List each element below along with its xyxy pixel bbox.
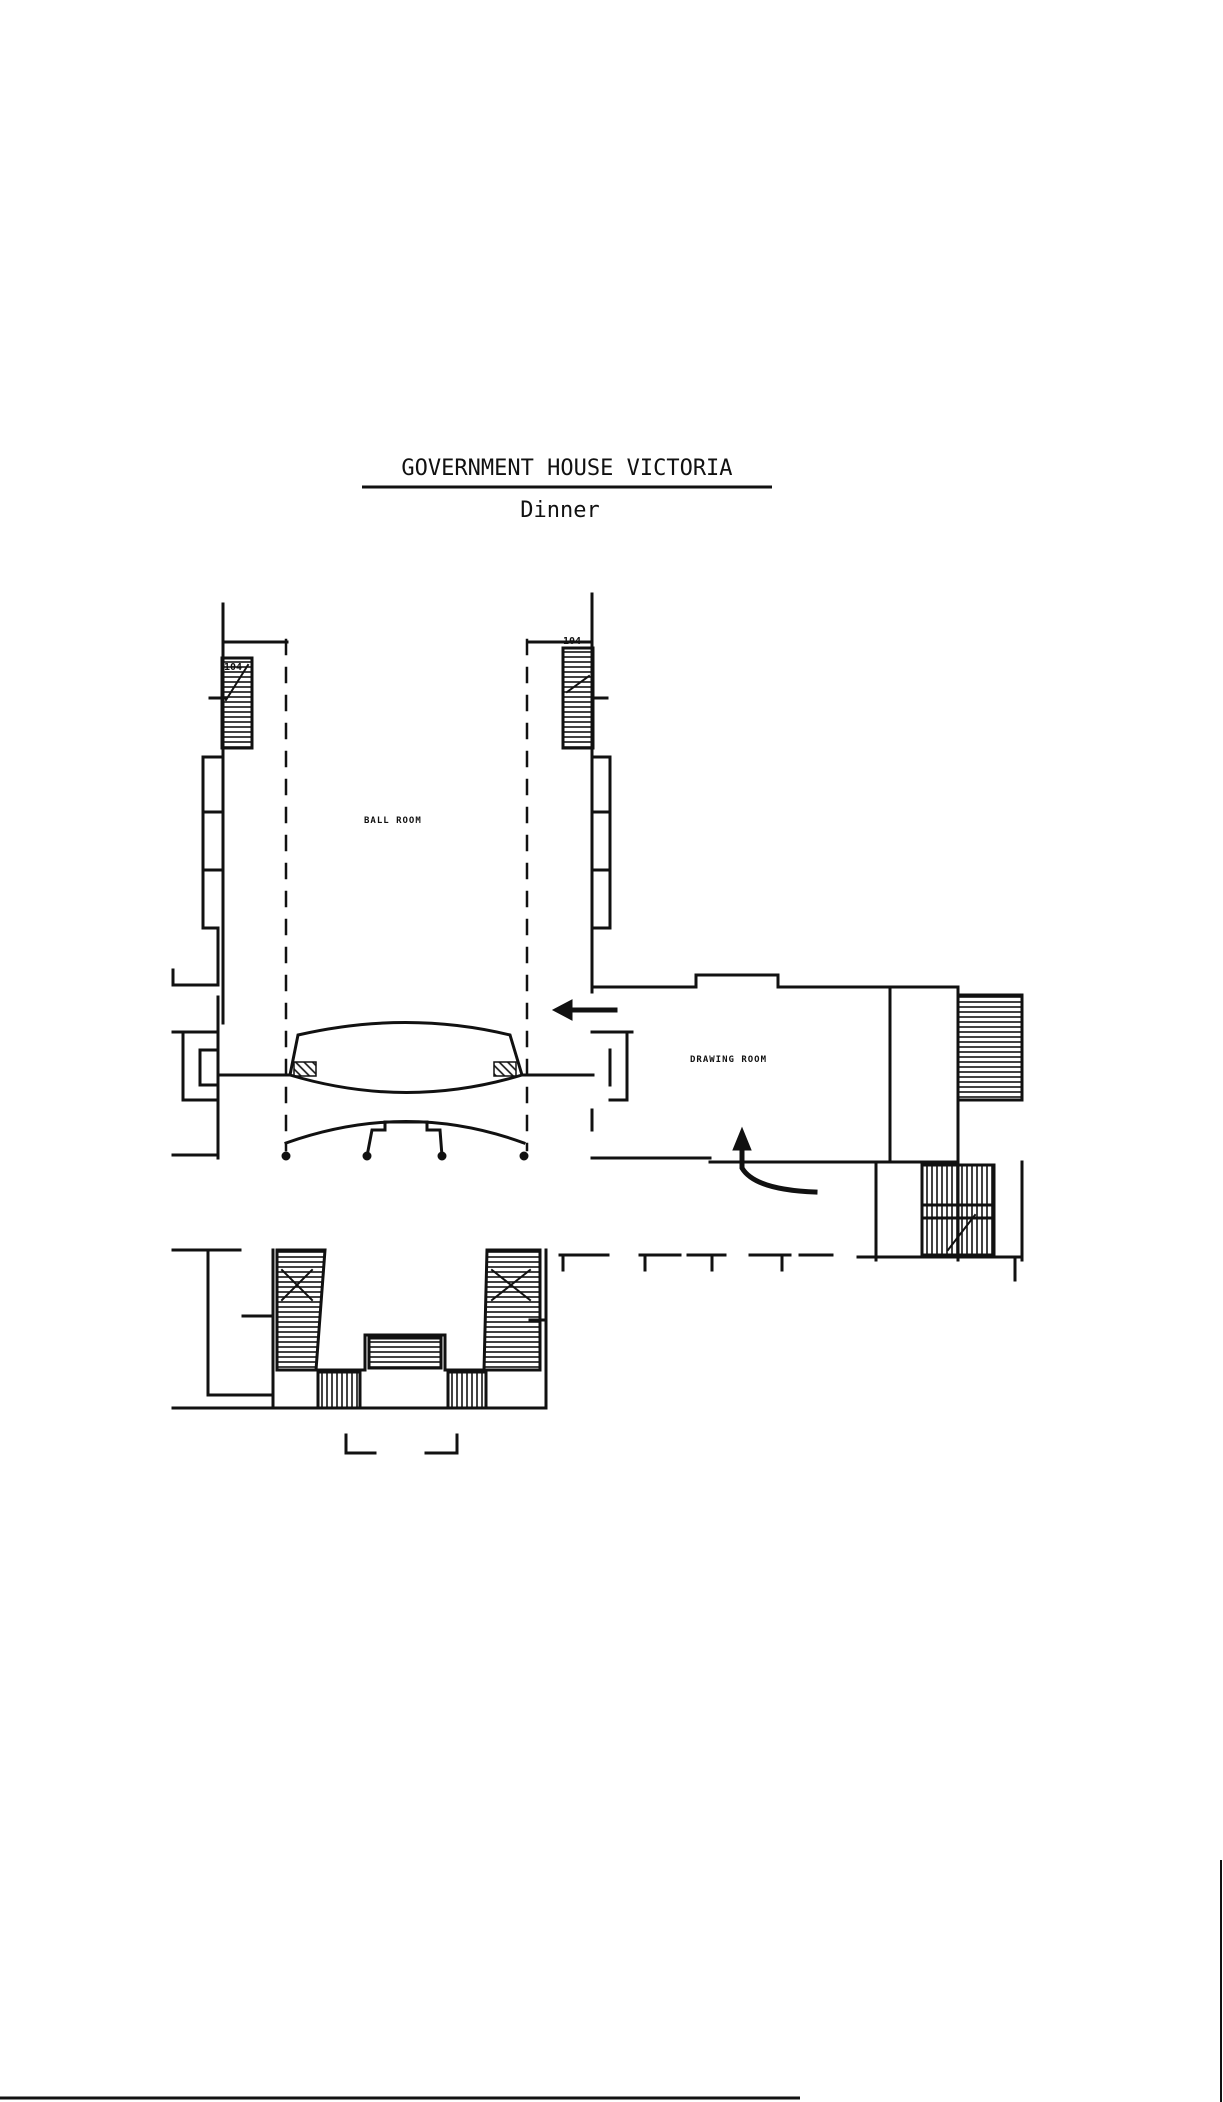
document-subtitle: Dinner bbox=[520, 498, 600, 523]
ball-room-label: BALL ROOM bbox=[364, 816, 422, 826]
right-stair bbox=[561, 646, 595, 750]
far-right-stair bbox=[920, 993, 1024, 1257]
left-stair bbox=[220, 656, 254, 750]
right-doorway bbox=[590, 1030, 634, 1132]
route-arrow-left bbox=[551, 999, 618, 1021]
ball-room-column-lines bbox=[284, 638, 529, 1152]
document-title: GOVERNMENT HOUSE VICTORIA bbox=[401, 456, 733, 481]
route-arrow-up bbox=[732, 1126, 818, 1195]
drawing-room-label: DRAWING ROOM bbox=[690, 1055, 767, 1065]
left-stair-number: 104 bbox=[224, 662, 242, 673]
drawing-room-partition bbox=[874, 988, 892, 1257]
entrance-stairs bbox=[275, 1248, 542, 1410]
ball-room-left-wall bbox=[171, 602, 289, 1160]
dais-platform bbox=[281, 1021, 529, 1161]
right-stair-number: 104 bbox=[563, 636, 581, 647]
corridor-wall bbox=[171, 1248, 1024, 1282]
